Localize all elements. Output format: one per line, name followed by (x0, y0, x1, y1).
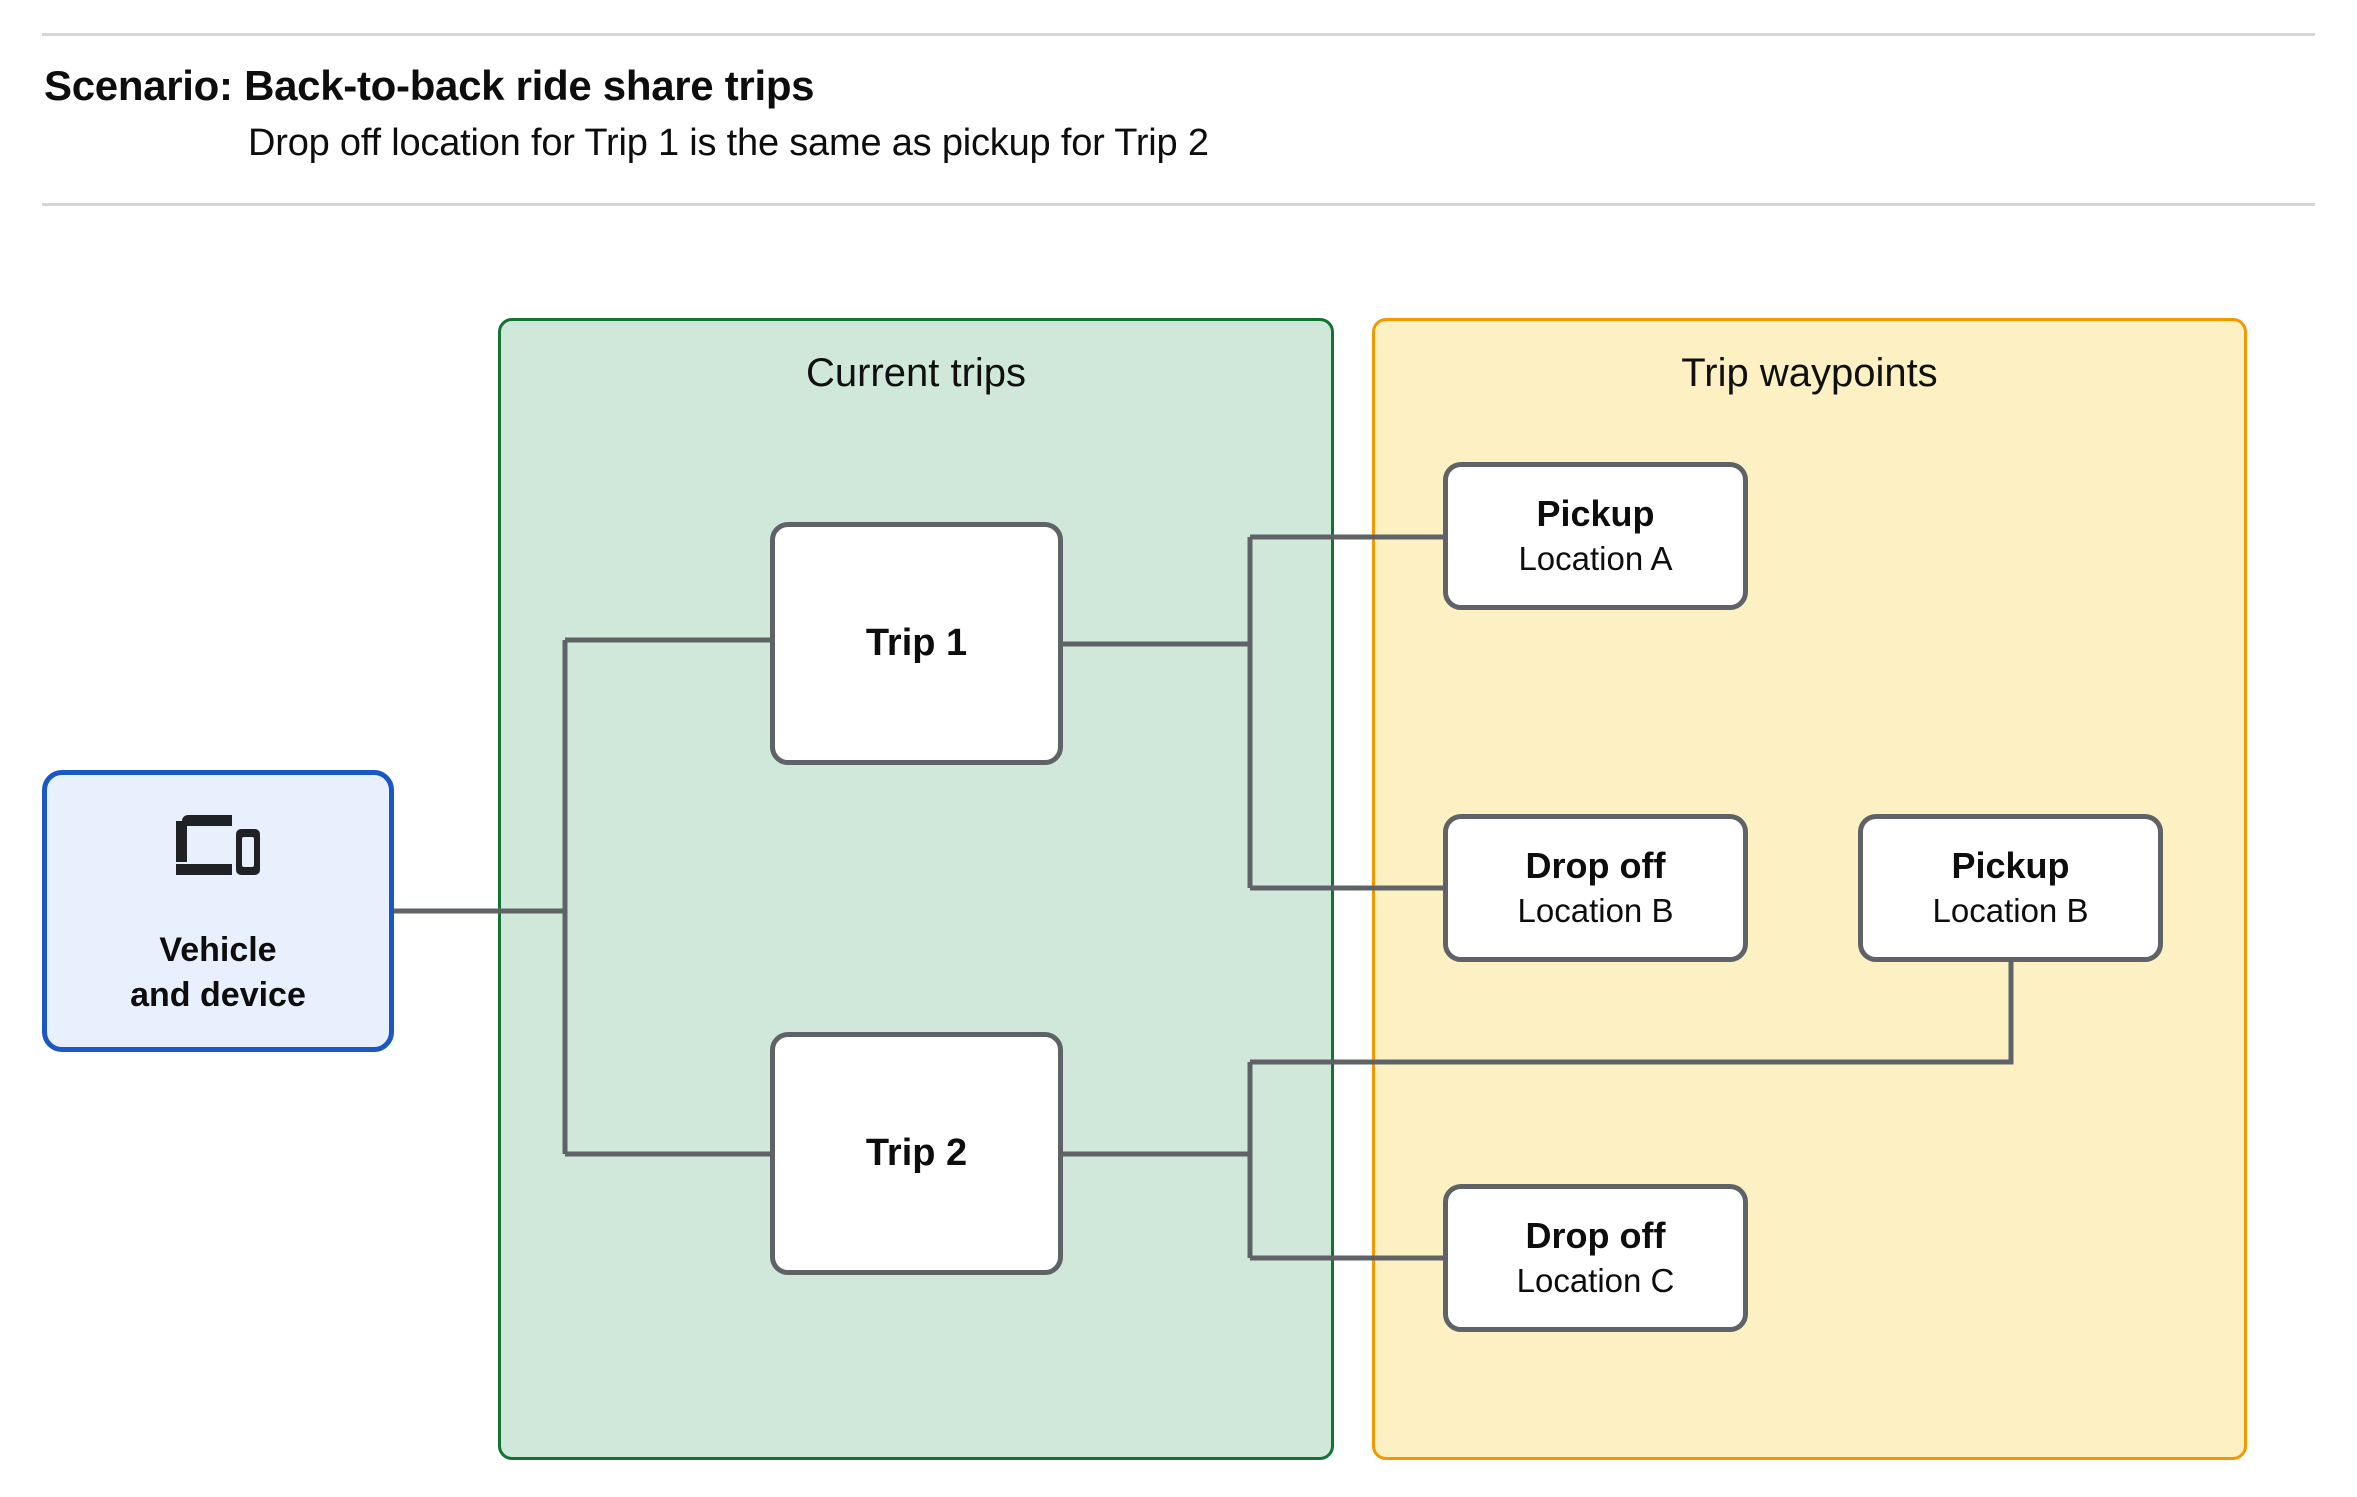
node-pickup-b-type: Pickup (1951, 844, 2070, 886)
node-pickup-a-type: Pickup (1536, 492, 1655, 534)
node-pickup-b-location: Location B (1932, 892, 2089, 930)
node-trip-1[interactable]: Trip 1 (770, 522, 1063, 765)
node-dropoff-location-b[interactable]: Drop off Location B (1443, 814, 1748, 962)
group-current-trips-title: Current trips (805, 351, 1027, 395)
node-pickup-a-location: Location A (1518, 540, 1673, 578)
node-dropoff-b-location: Location B (1517, 892, 1674, 930)
node-dropoff-location-c[interactable]: Drop off Location C (1443, 1184, 1748, 1332)
node-trip-2[interactable]: Trip 2 (770, 1032, 1063, 1275)
header-divider-bottom (42, 203, 2315, 206)
group-current-trips: Current trips (498, 318, 1334, 1460)
devices-icon (176, 815, 260, 882)
node-vehicle-line2: and device (130, 975, 306, 1014)
header-divider-top (42, 33, 2315, 36)
node-vehicle-line1: Vehicle (159, 931, 277, 969)
node-trip-1-label: Trip 1 (865, 622, 968, 665)
node-pickup-location-b[interactable]: Pickup Location B (1858, 814, 2163, 962)
node-vehicle-label: Vehicle and device (130, 928, 306, 1018)
group-trip-waypoints-title: Trip waypoints (1681, 351, 1938, 395)
page-subtitle: Drop off location for Trip 1 is the same… (248, 122, 1209, 164)
node-dropoff-c-location: Location C (1516, 1262, 1675, 1300)
page-title: Scenario: Back-to-back ride share trips (44, 62, 815, 109)
node-dropoff-c-type: Drop off (1525, 1214, 1666, 1256)
node-trip-2-label: Trip 2 (865, 1132, 968, 1175)
node-vehicle-and-device[interactable]: Vehicle and device (42, 770, 394, 1052)
node-pickup-location-a[interactable]: Pickup Location A (1443, 462, 1748, 610)
node-dropoff-b-type: Drop off (1525, 844, 1666, 886)
